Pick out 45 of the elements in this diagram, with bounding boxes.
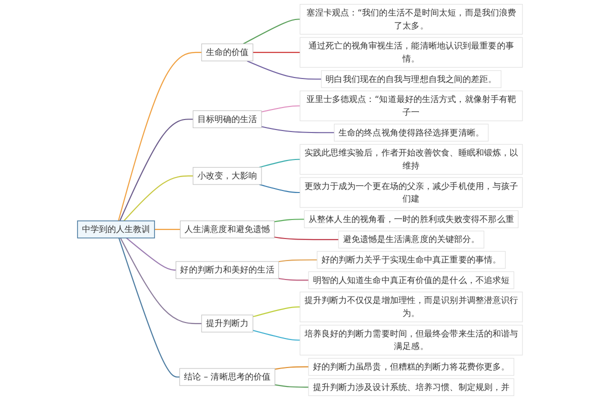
node-box: 人生满意度和避免遗憾 [180,220,275,238]
connector [126,238,176,271]
connector [278,259,318,262]
node-box: 中学到的人生教训 [77,220,155,238]
node-box: 实践此思维实验后，作者开始改善饮食、睡眠和锻炼，以维持 [300,144,523,175]
connector [118,52,202,221]
connector [118,238,180,378]
connector [252,306,300,318]
node-box: 亚里士多德观点：“知道最好的生活方式，就像射手有靶子一 [300,90,523,122]
connector [119,118,194,222]
connector [261,126,334,134]
node-box: 提升判断力不仅仅是增加理性，而是识别并调整潜意识行为。 [300,292,523,322]
node-box: 结论 – 清晰思考的价值 [179,368,276,386]
connector [274,384,309,388]
node-box: 更致力于成为一个更在场的父亲，减少手机使用，与孩子们建 [300,177,523,208]
node-box: 培养良好的判断力需要时间，但最终会带来生活的和谐与满足感。 [300,324,523,356]
connector [252,52,300,53]
node-box: 明白我们现在的自我与理想自我之间的差距。 [321,70,502,88]
connector [259,184,300,194]
connector [252,330,300,341]
node-box: 好的判断力和美好的生活 [176,261,279,279]
connector [278,278,309,281]
node-box: 塞涅卡观点：“我们的生活不是时间太短，而是我们浪费了太多。 [300,4,523,34]
connector [243,18,300,44]
connector [154,228,180,230]
connector [274,218,304,222]
node-box: 生命的终点视角使得路径选择更清晰。 [334,124,488,142]
connector [261,105,300,112]
node-box: 避免遗憾是生活满意度的关键部分。 [338,230,484,248]
node-box: 提升判断力 [201,314,254,332]
connector [259,158,300,168]
node-box: 明智的人知道生命中真正有价值的是什么，不追求短 [308,271,514,290]
connector [124,175,194,222]
node-box: 小改变，大影响 [192,167,262,185]
node-box: 生命的价值 [201,44,254,62]
connector [274,236,338,240]
node-box: 从整体人生的视角看，一时的胜利或失败变得不那么重 [304,210,518,228]
connector [246,60,322,80]
node-box: 通过死亡的视角审视生活，能清晰地认识到最重要的事情。 [300,37,523,68]
node-box: 好的判断力虽昂贵，但糟糕的判断力将花费你更多。 [308,358,514,376]
connector [274,366,309,370]
connector [120,238,202,324]
node-box: 提升判断力涉及设计系统、培养习惯、制定规则，并 [308,378,514,396]
node-box: 目标明确的生活 [192,110,262,128]
node-box: 好的判断力关乎于实现生命中真正重要的事情。 [316,251,506,269]
